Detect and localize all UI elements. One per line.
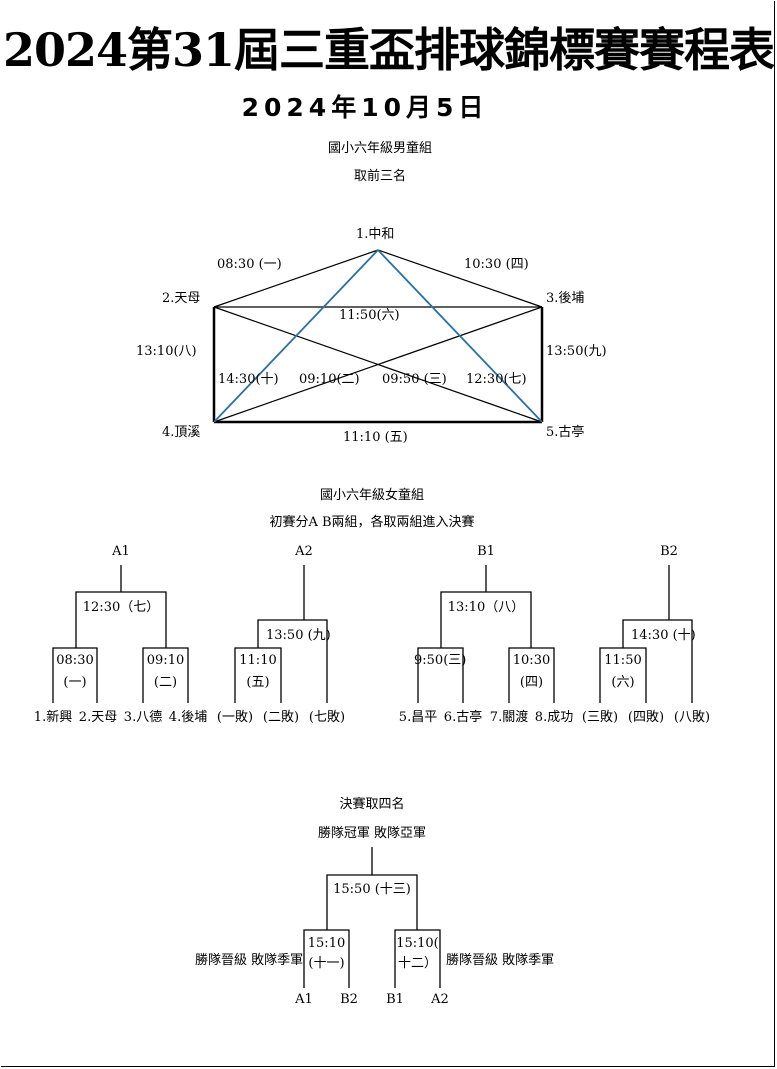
boys-match-7: 12:30(七) — [466, 372, 527, 387]
finals-top-match: 15:50 (十三) — [333, 882, 411, 897]
boys-title: 國小六年級男童組 — [327, 141, 432, 156]
a1-left-no: (一) — [63, 675, 87, 690]
girls-slot-12: (三敗) — [581, 710, 619, 725]
boys-team-3: 3.後埔 — [546, 291, 585, 306]
girls-rule: 初賽分A B兩組，各取兩組進入決賽 — [269, 515, 475, 530]
boys-team-4: 4.頂溪 — [162, 425, 201, 440]
boys-match-5: 11:10 (五) — [343, 430, 408, 445]
girls-slot-13: (四敗) — [627, 710, 665, 725]
b1-right-time: 10:30 — [512, 653, 551, 668]
girls-slot-8: 5.昌平 — [398, 710, 438, 725]
finals-bracket — [303, 847, 441, 988]
b2-final-match: 14:30 (十) — [631, 628, 696, 643]
boys-match-3: 09:50 (三) — [382, 372, 447, 387]
group-b2: B2 — [660, 544, 678, 559]
boys-diagram — [212, 249, 544, 424]
b1-final-match: 13:10（八） — [447, 600, 525, 615]
boys-team-1: 1.中和 — [356, 227, 395, 242]
b2-left-time: 11:50 — [604, 653, 642, 668]
b2-left-no: (六) — [611, 675, 635, 690]
finals-left-note: 勝隊晉級 敗隊季軍 — [195, 953, 304, 968]
boys-match-1: 08:30 (一) — [217, 257, 282, 272]
a2-final-match: 13:50 (九) — [266, 628, 331, 643]
girls-brackets — [52, 565, 693, 703]
a1-final-match: 12:30（七） — [82, 600, 160, 615]
finals-right-time: 15:10( — [396, 936, 439, 951]
girls-slot-7: (七敗) — [308, 710, 346, 725]
page-date: 2024年10月5日 — [241, 93, 489, 122]
finals-slot-b2: B2 — [340, 992, 358, 1007]
girls-slot-10: 7.關渡 — [489, 710, 529, 725]
finals-rule: 勝隊冠軍 敗隊亞軍 — [317, 826, 427, 841]
finals-left-time: 15:10 — [307, 936, 346, 951]
boys-match-6: 11:50(六) — [339, 308, 400, 323]
boys-match-2: 09:10(二) — [299, 372, 360, 387]
girls-slot-4: 4.後埔 — [168, 710, 208, 725]
boys-team-5: 5.古亭 — [546, 425, 585, 440]
b1-right-no: (四) — [519, 675, 544, 690]
finals-slot-a2: A2 — [431, 992, 449, 1007]
a2-left-time: 11:10 — [239, 653, 277, 668]
finals-slot-b1: B1 — [386, 992, 404, 1007]
boys-match-10: 14:30(十) — [218, 372, 279, 387]
finals-title: 決賽取四名 — [339, 797, 405, 812]
girls-slot-14: (八敗) — [673, 710, 711, 725]
boys-team-2: 2.天母 — [162, 291, 201, 306]
boys-match-4: 10:30 (四) — [464, 257, 529, 272]
a2-left-no: (五) — [246, 675, 270, 690]
boys-rule: 取前三名 — [353, 169, 406, 184]
a1-right-time: 09:10 — [146, 653, 185, 668]
a1-left-time: 08:30 — [56, 653, 94, 668]
girls-slot-1: 1.新興 — [33, 710, 73, 725]
finals-left-no: (十一) — [308, 956, 345, 971]
girls-title: 國小六年級女童組 — [319, 488, 424, 503]
a1-right-no: (二) — [153, 675, 178, 690]
group-a1: A1 — [112, 544, 130, 559]
b1-left-time: 9:50(三) — [414, 653, 467, 668]
girls-slot-11: 8.成功 — [534, 710, 574, 725]
boys-match-8: 13:10(八) — [136, 344, 197, 359]
group-a2: A2 — [295, 544, 313, 559]
boys-match-9: 13:50(九) — [546, 344, 607, 359]
girls-slot-5: (一敗) — [216, 710, 254, 725]
page-title: 2024第31屆三重盃排球錦標賽賽程表 — [2, 23, 775, 77]
girls-slot-6: (二敗) — [262, 710, 300, 725]
finals-right-note: 勝隊晉級 敗隊季軍 — [446, 953, 555, 968]
group-b1: B1 — [477, 544, 495, 559]
girls-slot-3: 3.八德 — [123, 710, 163, 725]
girls-slot-2: 2.天母 — [78, 710, 118, 725]
finals-slot-a1: A1 — [295, 992, 313, 1007]
girls-slot-9: 6.古亭 — [443, 710, 483, 725]
finals-right-no: 十二） — [397, 956, 437, 971]
